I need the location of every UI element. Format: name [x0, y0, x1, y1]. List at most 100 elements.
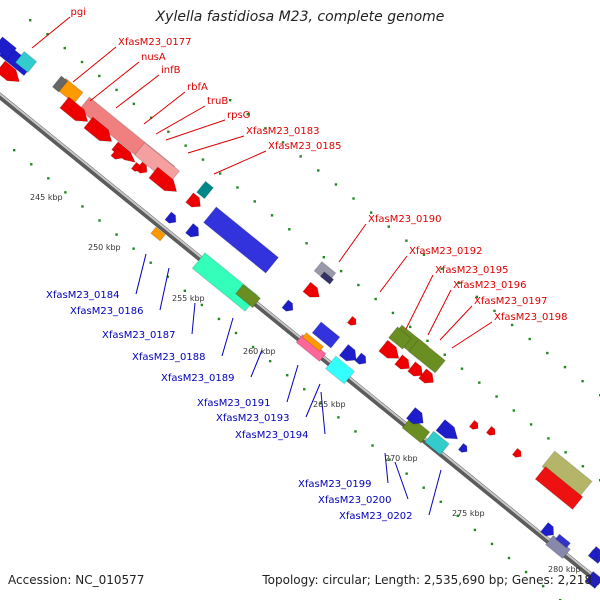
label-leader-line [213, 150, 267, 175]
forward-gene-arrow [148, 166, 178, 193]
guide-dot [563, 365, 567, 369]
guide-dot [166, 275, 169, 278]
forward-gene-label: truB [207, 96, 228, 107]
reverse-gene-label: XfasM23_0202 [339, 511, 413, 522]
label-leader-line [72, 46, 117, 83]
gene-box [301, 332, 325, 352]
scale-tick-label: 250 kbp [88, 243, 121, 252]
forward-gene-label: XfasM23_0197 [474, 296, 548, 307]
guide-dot [581, 379, 584, 383]
guide-dot [354, 430, 357, 433]
gene-box [534, 465, 584, 511]
label-leader-line [221, 317, 234, 357]
guide-dot [475, 295, 479, 299]
forward-gene-label: XfasM23_0190 [368, 214, 442, 225]
reverse-gene-arrow [354, 352, 367, 365]
guide-dot [581, 465, 585, 468]
guide-dot [541, 584, 545, 588]
guide-dot [217, 317, 221, 321]
guide-dot [201, 158, 205, 161]
forward-gene-arrow [394, 354, 410, 370]
guide-dot [443, 353, 446, 356]
guide-dot [510, 323, 514, 327]
gene-box [319, 271, 335, 285]
guide-dot [219, 172, 222, 175]
guide-dot [64, 191, 67, 194]
scale-tick-label: 260 kbp [243, 347, 276, 356]
guide-dot [98, 219, 101, 222]
guide-dot [13, 149, 16, 152]
forward-gene-label: nusA [141, 52, 166, 63]
guide-dot [320, 402, 323, 405]
guide-dot [268, 359, 272, 363]
reverse-gene-arrow [338, 343, 357, 362]
reverse-gene-arrow [457, 442, 468, 453]
forward-gene-arrow [346, 315, 357, 326]
forward-gene-arrow [468, 419, 479, 430]
forward-gene-arrow [378, 339, 400, 359]
reverse-gene-label: XfasM23_0189 [161, 373, 235, 384]
guide-dot [149, 261, 152, 264]
guide-dot [339, 269, 343, 273]
guide-dot [200, 303, 204, 307]
guide-dot [236, 186, 239, 189]
forward-gene-arrow [302, 281, 320, 298]
guide-dot [440, 267, 443, 270]
guide-dot [80, 60, 84, 64]
label-leader-line [31, 16, 71, 49]
label-leader-line [320, 391, 326, 435]
guide-dot [405, 472, 408, 475]
guide-dot [426, 339, 429, 343]
scale-tick-label: 275 kbp [452, 509, 485, 518]
guide-dot [167, 130, 170, 133]
label-leader-line [159, 267, 170, 311]
scale-tick-label: 270 kbp [385, 454, 418, 463]
label-leader-line [250, 349, 263, 378]
reverse-gene-label: XfasM23_0184 [46, 290, 120, 301]
label-leader-line [305, 383, 321, 418]
forward-gene-label: pgi [71, 7, 86, 18]
scale-tick-label: 265 kbp [313, 400, 346, 409]
guide-dot [132, 102, 136, 106]
forward-gene-label: XfasM23_0185 [268, 141, 342, 152]
guide-dot [183, 289, 187, 293]
guide-dot [299, 155, 302, 158]
reverse-gene-arrow [405, 406, 424, 425]
gene-box [14, 50, 38, 74]
reverse-gene-arrow [184, 222, 200, 238]
forward-gene-label: rbfA [187, 82, 208, 93]
guide-dot [460, 367, 464, 370]
guide-dot [352, 197, 355, 200]
reverse-gene-arrow [164, 211, 177, 224]
forward-gene-arrow [407, 361, 423, 377]
guide-dot [473, 528, 477, 532]
reverse-gene-label: XfasM23_0191 [197, 398, 271, 409]
guide-dot [246, 113, 250, 116]
reverse-gene-label: XfasM23_0187 [102, 330, 176, 341]
guide-dot [528, 337, 531, 341]
guide-dot [264, 127, 267, 130]
label-leader-line [427, 289, 452, 336]
reverse-gene-label: XfasM23_0194 [235, 430, 309, 441]
reverse-gene-label: XfasM23_0193 [216, 413, 290, 424]
forward-gene-label: XfasM23_0195 [435, 265, 509, 276]
label-leader-line [191, 302, 196, 335]
guide-dot [81, 205, 84, 208]
gene-box [196, 180, 214, 200]
guide-dot [391, 311, 395, 315]
reverse-gene-label: XfasM23_0199 [298, 479, 372, 490]
forward-gene-arrow [59, 96, 89, 123]
guide-dot [46, 32, 49, 36]
label-leader-line [428, 469, 442, 516]
gene-box [150, 226, 166, 242]
guide-dot [288, 228, 291, 231]
guide-dot [47, 177, 50, 180]
gene-box [234, 283, 262, 309]
gene-box [202, 206, 280, 274]
forward-gene-arrow [485, 425, 496, 436]
reverse-gene-arrow [587, 548, 598, 559]
guide-dot [405, 239, 408, 242]
label-leader-line [165, 119, 226, 141]
